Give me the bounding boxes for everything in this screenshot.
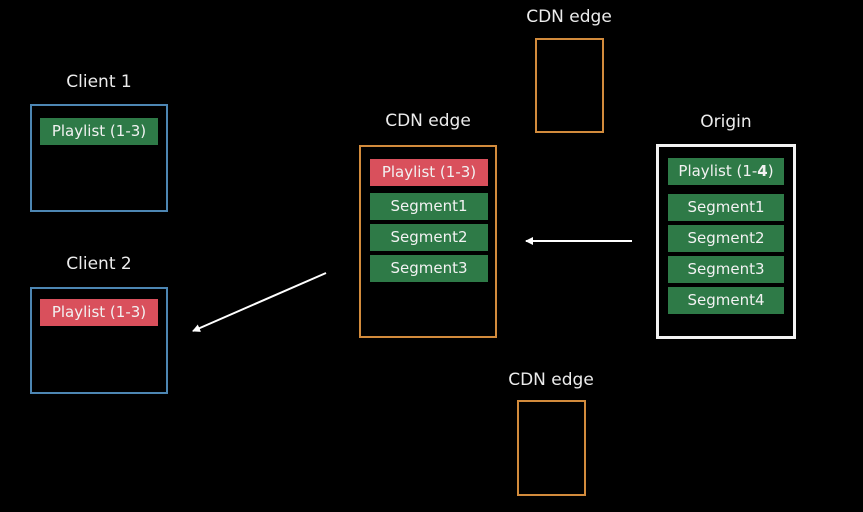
origin-title: Origin <box>700 112 752 132</box>
cdn-edge-segment-1: Segment1 <box>370 193 488 220</box>
client-2-title: Client 2 <box>66 254 132 274</box>
cdn-edge-bottom-title: CDN edge <box>508 370 594 390</box>
cdn-edge-segment-3: Segment3 <box>370 255 488 282</box>
client-2-box: Playlist (1-3) <box>30 287 168 394</box>
client-1-title: Client 1 <box>66 72 132 92</box>
cdn-edge-bottom-box <box>517 400 586 496</box>
origin-playlist-prefix: Playlist (1- <box>678 162 758 180</box>
cdn-edge-playlist: Playlist (1-3) <box>370 159 488 186</box>
client-2-playlist: Playlist (1-3) <box>40 299 158 326</box>
origin-playlist: Playlist (1-4) <box>668 158 784 185</box>
origin-segment-2: Segment2 <box>668 225 784 252</box>
origin-segment-4: Segment4 <box>668 287 784 314</box>
arrow-edge-to-client-2 <box>192 272 327 332</box>
origin-segment-3: Segment3 <box>668 256 784 283</box>
cdn-edge-top-title: CDN edge <box>526 7 612 27</box>
client-1-box: Playlist (1-3) <box>30 104 168 212</box>
cdn-edge-main-box: Playlist (1-3) Segment1 Segment2 Segment… <box>359 145 497 338</box>
origin-box: Playlist (1-4) Segment1 Segment2 Segment… <box>656 144 796 339</box>
cdn-edge-top-box <box>535 38 604 133</box>
cdn-edge-segment-2: Segment2 <box>370 224 488 251</box>
client-1-playlist: Playlist (1-3) <box>40 118 158 145</box>
origin-playlist-highlight: 4 <box>757 162 768 180</box>
origin-playlist-suffix: ) <box>767 162 774 180</box>
cdn-edge-main-title: CDN edge <box>385 111 471 131</box>
origin-segment-1: Segment1 <box>668 194 784 221</box>
